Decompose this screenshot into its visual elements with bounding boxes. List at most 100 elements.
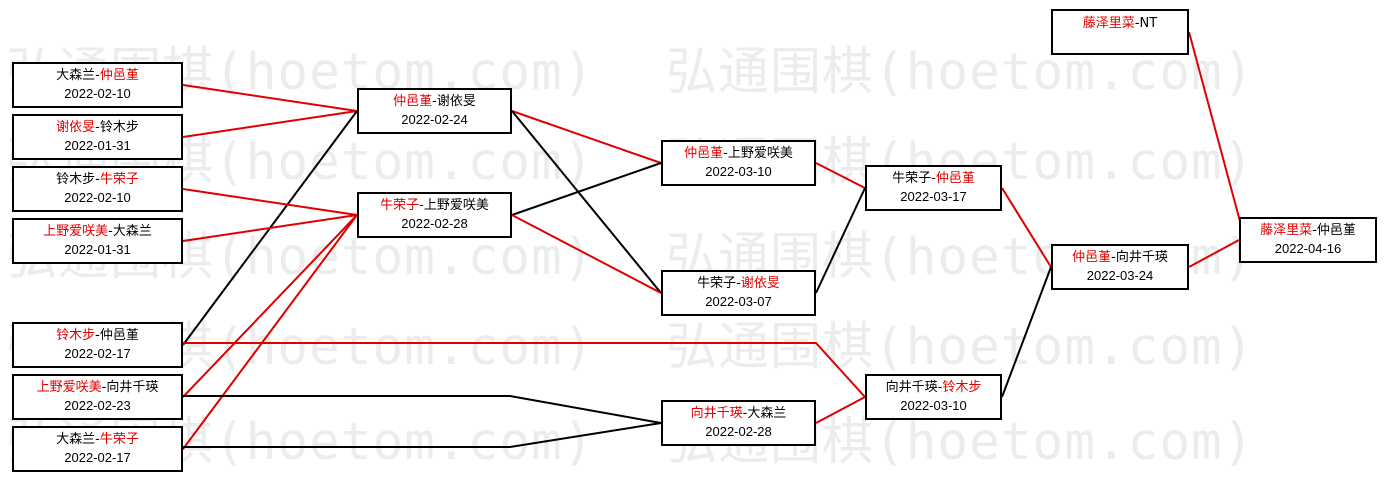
player-name: 仲邑堇: [99, 68, 139, 83]
player-name: 谢依旻: [56, 120, 96, 135]
match-players: 牛荣子-仲邑堇: [867, 170, 1000, 188]
match-players: 牛荣子-上野爱咲美: [359, 197, 510, 215]
player-separator: -: [95, 68, 100, 83]
match-players: 上野爱咲美-大森兰: [14, 223, 181, 241]
match-players: 铃木步-仲邑堇: [14, 327, 181, 345]
player-name: 上野爱咲美: [727, 146, 793, 161]
match-date: 2022-02-24: [401, 112, 468, 127]
connector-r4a-r5a: [1001, 187, 1052, 268]
match-date: 2022-02-17: [64, 450, 131, 465]
match-players: 大森兰-牛荣子: [14, 431, 181, 449]
connector-r1d-r2b: [182, 214, 358, 242]
player-name: 向井千瑛: [1115, 250, 1168, 265]
match-date: 2022-04-16: [1274, 241, 1342, 256]
match-players: 铃木步-牛荣子: [14, 171, 181, 189]
player-name: 谢依旻: [436, 94, 476, 109]
connector-r3b-r4a: [815, 187, 866, 294]
player-name: 向井千瑛: [885, 380, 938, 395]
player-name: 仲邑堇: [393, 94, 433, 109]
player-name: 铃木步: [56, 328, 96, 343]
player-name: 仲邑堇: [1316, 223, 1356, 238]
connector-r1g-r3c: [182, 422, 662, 449]
match-date: 2022-03-07: [705, 294, 772, 309]
match-players: 仲邑堇-上野爱咲美: [663, 145, 814, 163]
player-name: 大森兰: [747, 406, 787, 421]
match-date: 2022-03-10: [705, 164, 772, 179]
player-name: 上野爱咲美: [36, 380, 102, 395]
player-separator: -: [95, 328, 100, 343]
player-name: 牛荣子: [697, 276, 737, 291]
connector-r2a-r3b: [511, 110, 662, 294]
player-name: 上野爱咲美: [43, 224, 109, 239]
match-box-top: 藤泽里菜-NT: [1051, 9, 1189, 55]
player-name: 大森兰: [112, 224, 152, 239]
player-separator: -: [1312, 223, 1317, 238]
connector-r2b-r3a: [511, 162, 662, 216]
match-date: 2022-03-24: [1086, 268, 1154, 283]
player-separator: -: [95, 432, 100, 447]
connector-r2a-r3a: [511, 110, 662, 164]
player-separator: -: [742, 406, 748, 421]
player-separator: -: [1111, 250, 1116, 265]
match-date: 2022-02-28: [705, 424, 772, 439]
player-separator: -: [95, 120, 100, 135]
player-name: 向井千瑛: [690, 406, 743, 421]
player-name: 牛荣子: [380, 198, 420, 213]
match-date: 2022-02-10: [64, 86, 131, 101]
player-name: 牛荣子: [892, 171, 932, 186]
match-players: 向井千瑛-铃木步: [867, 379, 1000, 397]
match-date: 2022-01-31: [64, 242, 131, 257]
player-name: 铃木步: [99, 120, 139, 135]
match-players: 牛荣子-谢依旻: [663, 275, 814, 293]
player-name: 藤泽里菜: [1260, 223, 1313, 238]
player-name: 仲邑堇: [935, 171, 975, 186]
match-players: 藤泽里菜-NT: [1053, 15, 1187, 33]
player-separator: -: [937, 380, 943, 395]
connector-r4b-r5a: [1001, 266, 1052, 398]
player-separator: -: [95, 172, 100, 187]
match-date: 2022-03-17: [900, 189, 967, 204]
player-name: 藤泽里菜: [1082, 16, 1135, 31]
match-date: 2022-02-23: [64, 398, 131, 413]
match-date: 2022-02-17: [64, 346, 131, 361]
connector-r1b-r2a: [182, 110, 358, 138]
connector-r1f-r3c: [182, 395, 662, 424]
connector-r3a-r4a: [815, 162, 866, 189]
connector-r1e-r4b: [182, 342, 866, 398]
player-separator: -: [432, 94, 437, 109]
player-name: 牛荣子: [99, 172, 139, 187]
connector-r1c-r2b: [182, 188, 358, 216]
player-name: 向井千瑛: [106, 380, 159, 395]
match-players: 藤泽里菜-仲邑堇: [1241, 222, 1375, 240]
player-separator: -: [419, 198, 424, 213]
player-separator: -: [108, 224, 113, 239]
player-name: 仲邑堇: [684, 146, 724, 161]
match-players: 大森兰-仲邑堇: [14, 67, 181, 85]
player-separator: -: [736, 276, 741, 291]
player-name: 大森兰: [56, 68, 96, 83]
player-name: 牛荣子: [99, 432, 139, 447]
player-separator: -: [931, 171, 936, 186]
connector-r1f-r2b: [182, 214, 358, 398]
player-name: 上野爱咲美: [423, 198, 489, 213]
match-players: 上野爱咲美-向井千瑛: [14, 379, 181, 397]
player-separator: -: [101, 380, 107, 395]
player-name: 大森兰: [56, 432, 96, 447]
connector-r5a-final: [1188, 239, 1240, 268]
player-name: NT: [1139, 16, 1158, 31]
connector-r2b-r3b: [511, 214, 662, 294]
player-name: 谢依旻: [740, 276, 780, 291]
match-players: 谢依旻-铃木步: [14, 119, 181, 137]
player-name: 铃木步: [56, 172, 96, 187]
